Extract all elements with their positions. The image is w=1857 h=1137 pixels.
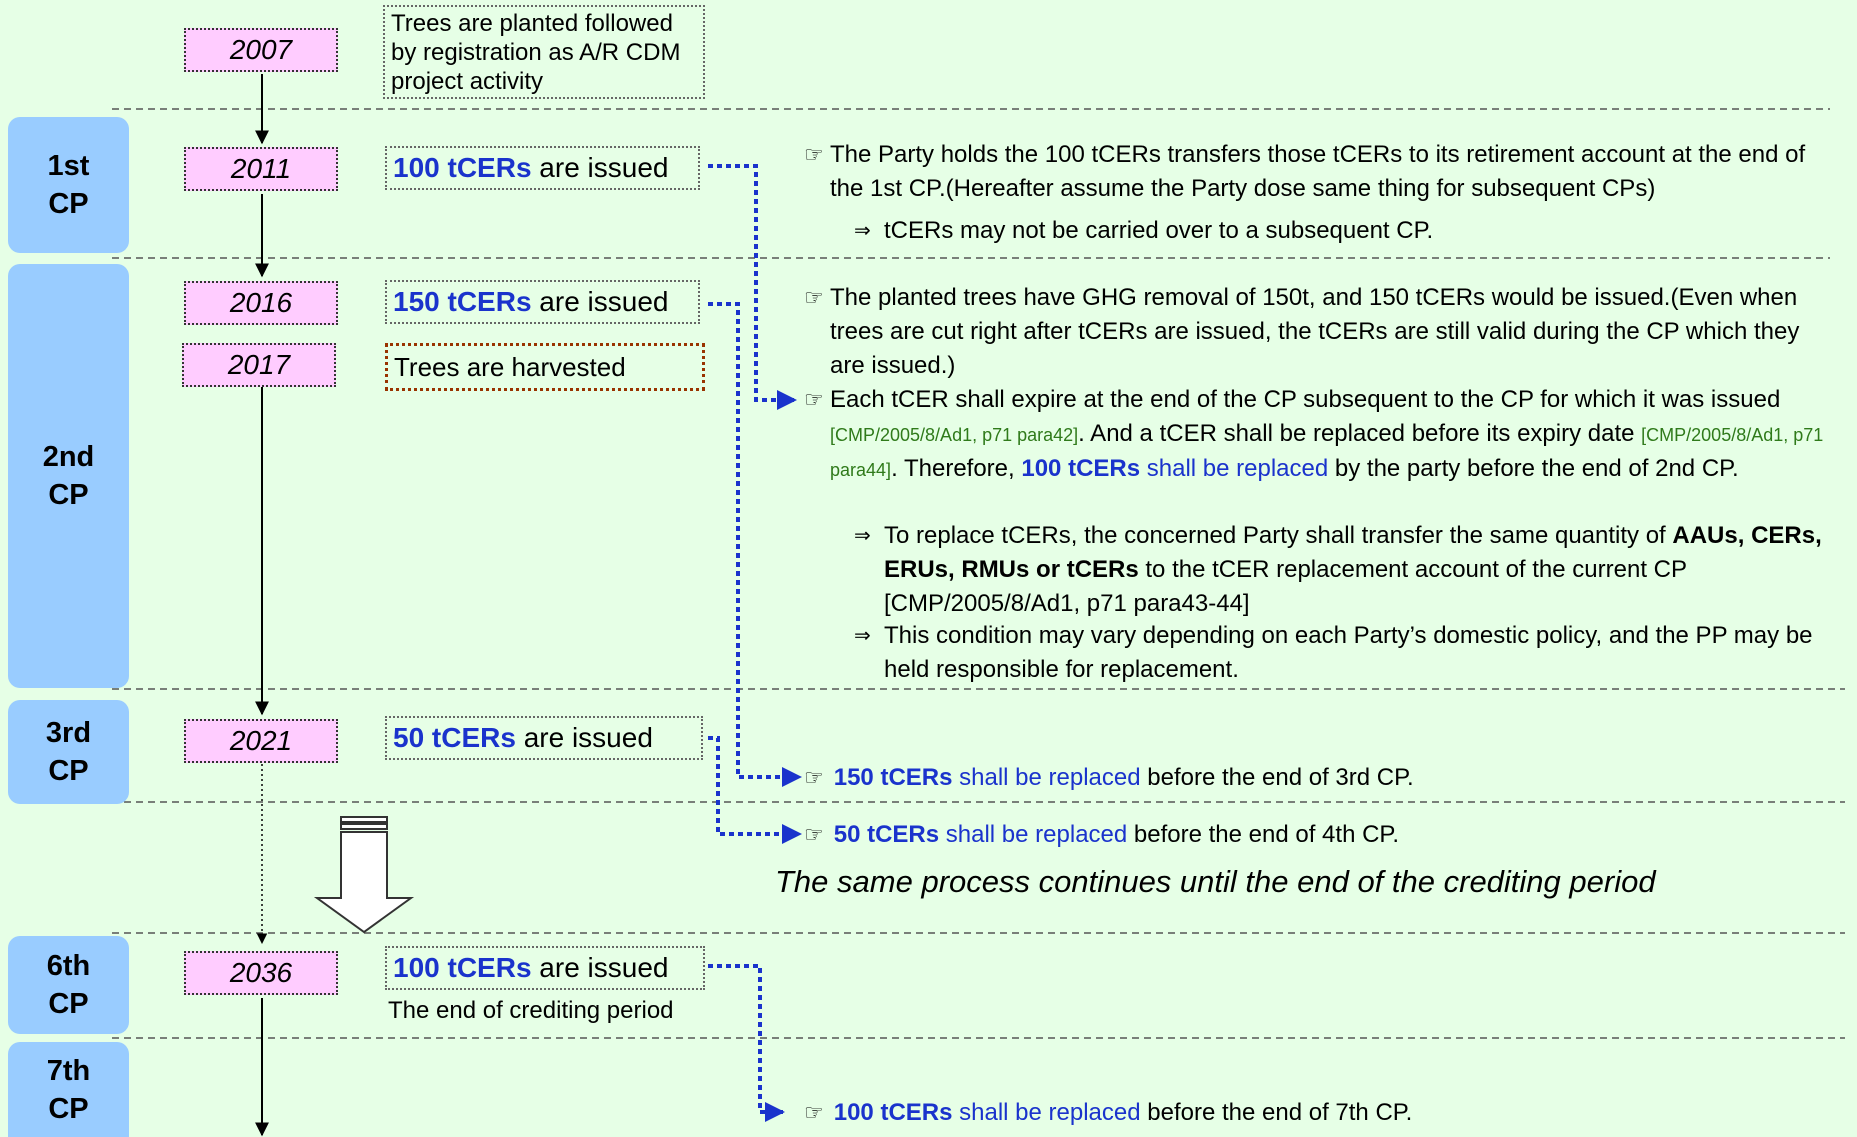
tcer-amount: 100 tCERs bbox=[393, 152, 532, 183]
event-issued-2011: 100 tCERs are issued bbox=[385, 146, 700, 190]
note-planted-removal: ☞ The planted trees have GHG removal of … bbox=[804, 281, 1839, 383]
event-issued-2036: 100 tCERs are issued bbox=[385, 946, 705, 990]
note-text: This condition may vary depending on eac… bbox=[884, 622, 1813, 683]
period-separators bbox=[112, 108, 1845, 1039]
note-text: The Party holds the 100 tCERs transfers … bbox=[830, 141, 1806, 202]
replacement-3rd-cp: ☞150 tCERs shall be replaced before the … bbox=[804, 764, 1414, 791]
note-domestic-policy: ⇒ This condition may vary depending on e… bbox=[854, 619, 1839, 687]
replacement-4th-cp: ☞50 tCERs shall be replaced before the e… bbox=[804, 821, 1399, 848]
reference-citation: [CMP/2005/8/Ad1, p71 para43-44] bbox=[884, 590, 1250, 617]
period-3rd-cp: 3rd CP bbox=[8, 700, 129, 804]
implies-arrow-icon: ⇒ bbox=[854, 625, 871, 647]
period-label: 2nd CP bbox=[42, 441, 95, 511]
implies-arrow-icon: ⇒ bbox=[854, 525, 871, 547]
note-retirement-sub: ⇒ tCERs may not be carried over to a sub… bbox=[854, 214, 1839, 248]
implies-arrow-icon: ⇒ bbox=[854, 220, 871, 242]
period-label: 3rd CP bbox=[45, 717, 92, 787]
period-1st-cp: 1st CP bbox=[8, 117, 129, 253]
issued-text: are issued bbox=[515, 722, 653, 753]
period-2nd-cp: 2nd CP bbox=[8, 264, 129, 688]
period-6th-cp: 6th CP bbox=[8, 936, 129, 1034]
continuation-arrow bbox=[313, 816, 415, 934]
period-label: 7th CP bbox=[46, 1054, 91, 1125]
year-box-2017: 2017 bbox=[182, 343, 336, 387]
note-retirement: ☞ The Party holds the 100 tCERs transfer… bbox=[804, 138, 1839, 206]
continuation-note: The same process continues until the end… bbox=[775, 864, 1656, 899]
year-box-2007: 2007 bbox=[184, 28, 338, 72]
issued-text: are issued bbox=[531, 152, 669, 183]
event-trees-planted: Trees are planted followed by registrati… bbox=[383, 5, 705, 99]
event-issued-2016: 150 tCERs are issued bbox=[385, 280, 700, 324]
tcer-amount: 100 tCERs bbox=[393, 952, 532, 983]
period-label: 6th CP bbox=[46, 950, 91, 1020]
hand-pointer-icon: ☞ bbox=[804, 285, 824, 310]
year-box-2011: 2011 bbox=[184, 147, 338, 191]
replacement-7th-cp: ☞100 tCERs shall be replaced before the … bbox=[804, 1099, 1413, 1126]
reference-citation: [CMP/2005/8/Ad1, p71 para44] bbox=[830, 425, 1824, 480]
event-trees-harvested: Trees are harvested bbox=[385, 343, 705, 391]
year-box-2021: 2021 bbox=[184, 719, 338, 763]
reference-citation: [CMP/2005/8/Ad1, p71 para42] bbox=[830, 425, 1079, 445]
period-label: 1st CP bbox=[47, 150, 90, 220]
event-issued-2021: 50 tCERs are issued bbox=[385, 716, 703, 760]
year-box-2036: 2036 bbox=[184, 951, 338, 995]
replacement-connectors bbox=[708, 164, 802, 1122]
year-box-2016: 2016 bbox=[184, 281, 338, 325]
issued-text: are issued bbox=[531, 952, 669, 983]
hand-pointer-icon: ☞ bbox=[804, 1100, 824, 1125]
note-text: Each tCER shall expire at the end of the… bbox=[830, 386, 1824, 482]
period-7th-cp: 7th CP bbox=[8, 1042, 129, 1137]
note-replace-method: ⇒ To replace tCERs, the concerned Party … bbox=[854, 519, 1839, 621]
note-text: To replace tCERs, the concerned Party sh… bbox=[884, 522, 1822, 617]
hand-pointer-icon: ☞ bbox=[804, 387, 824, 412]
note-text: tCERs may not be carried over to a subse… bbox=[884, 217, 1434, 244]
tcer-amount: 50 tCERs bbox=[393, 722, 516, 753]
end-of-crediting-label: The end of crediting period bbox=[388, 997, 674, 1024]
hand-pointer-icon: ☞ bbox=[804, 822, 824, 847]
tcer-amount: 150 tCERs bbox=[393, 286, 532, 317]
issued-text: are issued bbox=[531, 286, 669, 317]
note-text: The planted trees have GHG removal of 15… bbox=[830, 284, 1800, 379]
note-expiry-replacement: ☞ Each tCER shall expire at the end of t… bbox=[804, 383, 1844, 487]
hand-pointer-icon: ☞ bbox=[804, 142, 824, 167]
hand-pointer-icon: ☞ bbox=[804, 765, 824, 790]
